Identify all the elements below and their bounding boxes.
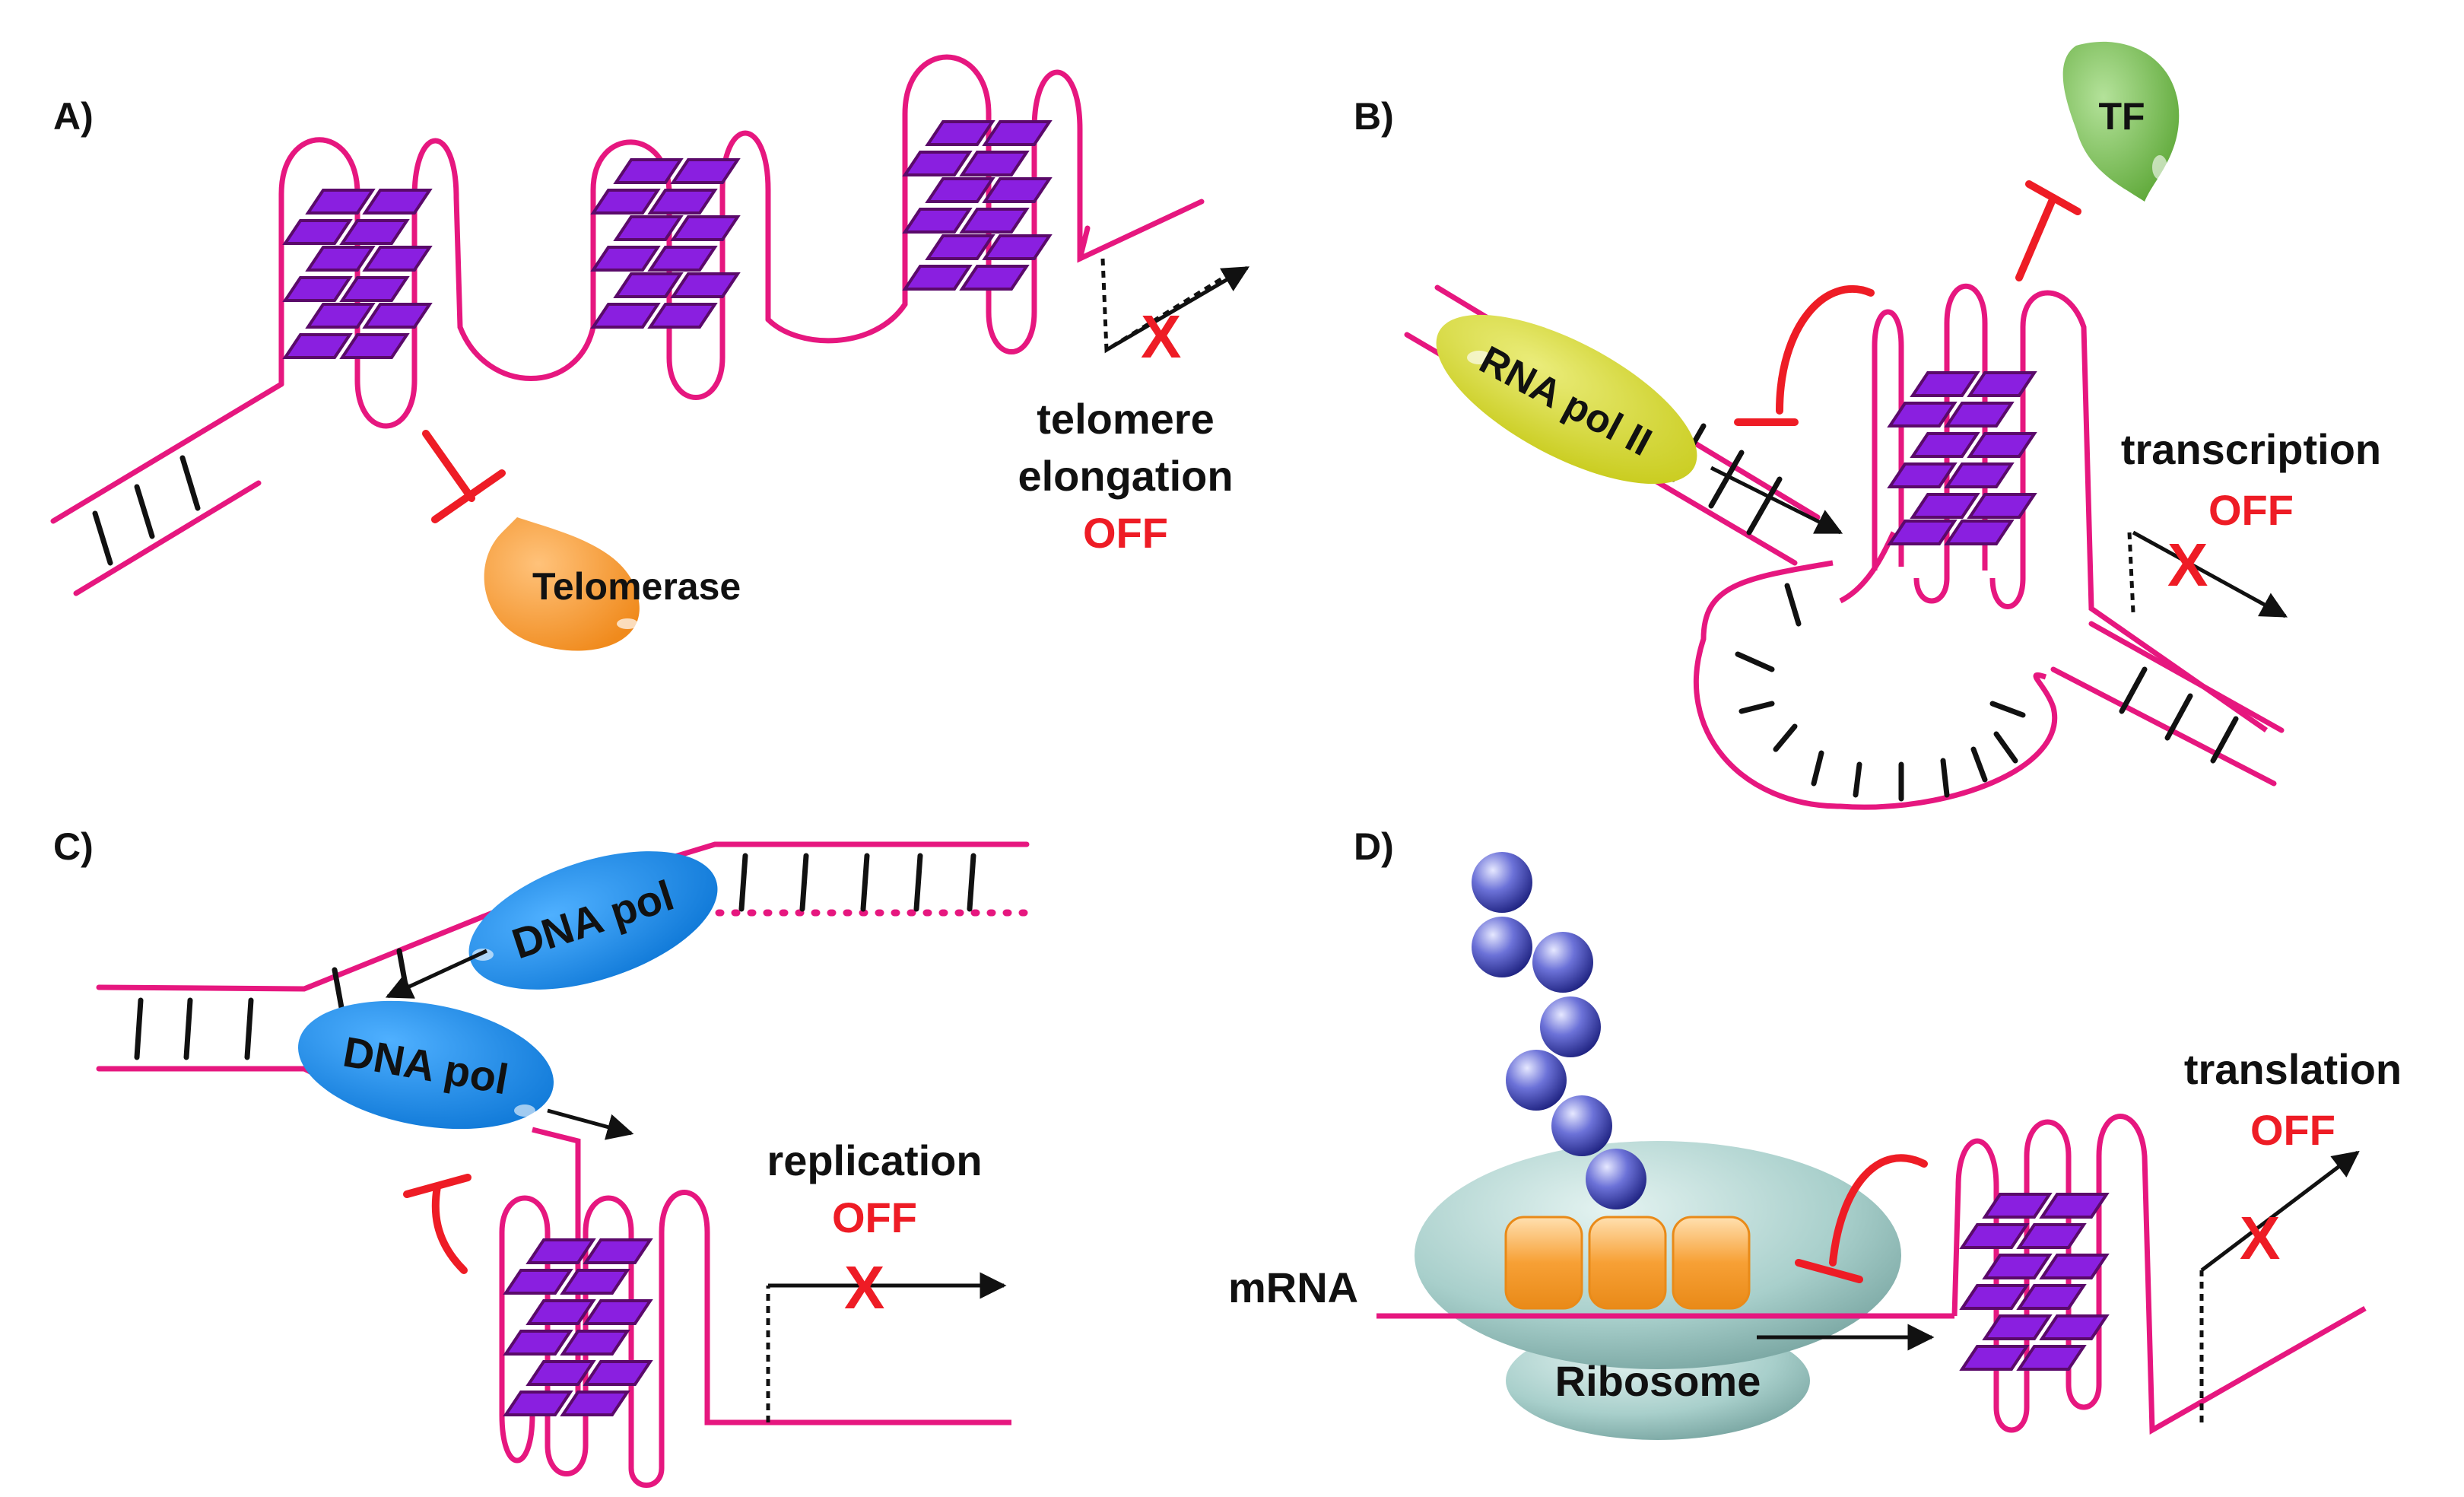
panel-a-enzyme-label: Telomerase: [532, 565, 741, 608]
panel-c-state: OFF: [832, 1193, 917, 1241]
panel-b-quadruplex-tetrads: [1887, 371, 2037, 545]
panel-a-quadruplex-1: [282, 189, 433, 359]
panel-b-pol-arrow: [1710, 466, 1843, 535]
panel-c-lower-arrow: [547, 1108, 634, 1140]
panel-d-state: OFF: [2250, 1106, 2335, 1154]
panel-d-curved-inhibit-bar: [1795, 1259, 1863, 1283]
panel-b-curved-inhibit: [1776, 285, 1875, 415]
panel-a-state: OFF: [1083, 509, 1168, 557]
panel-d-blocked-arrow: [2199, 1150, 2360, 1422]
panel-b-process: transcription: [2121, 425, 2381, 473]
panel-a-process-line2: elongation: [1018, 452, 1233, 500]
panel-c-dna-pol-upper-blob: [468, 851, 718, 990]
panel-a: A): [50, 54, 1250, 651]
panel-a-duplex: [50, 381, 284, 596]
panel-c-label: C): [53, 825, 94, 868]
panel-c-dna-pol-lower-blob: [298, 1000, 554, 1130]
panel-a-label: A): [53, 95, 94, 138]
panel-c-blocked-arrow: [766, 1272, 1007, 1422]
panel-c-curved-inhibit-bar: [403, 1174, 472, 1198]
panel-b: B): [1354, 41, 2381, 810]
panel-b-label: B): [1354, 95, 1394, 138]
panel-a-quadruplex-2: [590, 158, 741, 329]
panel-b-downstream-duplex: [2050, 621, 2285, 787]
panel-c-upper-arrow: [385, 949, 488, 999]
panel-c-quadruplex-strand: [499, 1127, 1011, 1488]
panel-d-transcript-label: mRNA: [1228, 1263, 1358, 1311]
panel-b-block-mark: X: [2167, 531, 2208, 599]
panel-d-process: translation: [2184, 1045, 2402, 1093]
panel-b-rna-pol-blob: [1436, 314, 1697, 485]
panel-d-quadruplex-strand: [1951, 1114, 2367, 1435]
panel-b-tf-blob: [2062, 41, 2180, 202]
panel-a-telomerase-blob: [484, 517, 640, 651]
panel-d-block-mark: X: [2240, 1204, 2280, 1272]
panel-b-factor-label: TF: [2098, 95, 2145, 138]
panel-a-process-line1: telomere: [1037, 395, 1214, 443]
panel-a-quadruplex-3: [902, 120, 1053, 291]
panel-b-quadruplex-strand: [1839, 283, 2268, 733]
panel-c-curved-inhibit: [431, 1183, 468, 1274]
panel-c-dna-pol-lower-shine: [514, 1104, 535, 1117]
panel-d-codons: [1504, 1216, 1751, 1310]
panel-d: D) mRNA Ribosome: [1228, 825, 2402, 1440]
panel-c-process: replication: [767, 1136, 982, 1184]
panel-d-curved-inhibit: [1829, 1154, 1928, 1267]
panel-a-inhibit-symbol: [422, 430, 506, 523]
panel-c-upper-duplex: [715, 853, 1030, 917]
panel-c: C) DNA pol DNA pol: [53, 825, 1030, 1488]
panel-a-strand: [278, 54, 1205, 429]
panel-b-state: OFF: [2208, 486, 2294, 534]
panel-b-blocked-arrow: [2127, 530, 2288, 618]
panel-b-tf-inhibit: [2015, 180, 2081, 281]
panel-d-quadruplex-tetrads: [1959, 1193, 2110, 1371]
panel-d-label: D): [1354, 825, 1394, 868]
panel-d-peptide-chain: [1472, 852, 1646, 1209]
panel-c-quadruplex-tetrads: [503, 1238, 653, 1416]
panel-b-bubble-bases: [1735, 583, 2026, 802]
panel-c-block-mark: X: [844, 1254, 884, 1321]
panel-d-machine-label: Ribosome: [1555, 1357, 1761, 1405]
panel-a-blocked-arrow: [1100, 258, 1250, 354]
panel-b-tf-shine: [2152, 155, 2167, 180]
panel-a-block-mark: X: [1141, 303, 1181, 370]
panel-a-telomerase-shine: [617, 618, 638, 629]
panel-b-bubble: [1693, 560, 2058, 810]
panel-b-rna-pol-shine: [1467, 351, 1491, 364]
